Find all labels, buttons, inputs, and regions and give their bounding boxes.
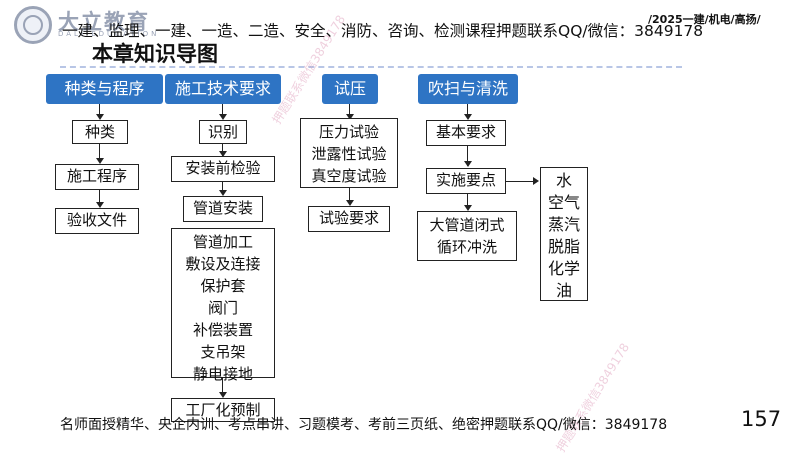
watermark: 押题联系微信3849178	[553, 340, 633, 455]
column-header-types: 种类与程序	[46, 74, 163, 104]
column-header-tech-requirements: 施工技术要求	[165, 74, 281, 104]
column-header-pressure-test: 试压	[322, 74, 378, 104]
course-banner: 一建、监理、一建、一造、二造、安全、消防、咨询、检测课程押题联系QQ/微信：38…	[62, 22, 704, 40]
node-procedure: 施工程序	[55, 164, 139, 190]
footer-banner: 名师面授精华、央企内训、考点串讲、习题模考、考前三页纸、绝密押题联系QQ/微信：…	[60, 417, 668, 433]
logo-subtitle: DALI EDUCATION	[58, 30, 160, 38]
node-test-types: 压力试验 泄露性试验 真空度试验	[300, 118, 398, 188]
node-pipe-installation: 管道安装	[183, 196, 263, 222]
connector	[349, 188, 350, 204]
node-cleaning-media: 水 空气 蒸汽 脱脂 化学 油	[540, 167, 588, 301]
node-key-points: 实施要点	[426, 168, 506, 194]
arrow-down-icon	[219, 114, 227, 120]
connector	[222, 378, 223, 396]
page-number: 157	[741, 407, 782, 431]
arrow-right-icon	[533, 177, 539, 185]
title-divider	[60, 66, 682, 68]
connector	[349, 104, 350, 118]
node-types: 种类	[72, 120, 128, 144]
course-tag: /2025一建/机电/高扬/	[648, 13, 761, 26]
node-closed-loop-flush: 大管道闭式 循环冲洗	[417, 211, 517, 261]
arrow-down-icon	[219, 392, 227, 398]
connector	[467, 104, 468, 118]
connector	[506, 181, 536, 182]
connector	[99, 190, 100, 204]
arrow-down-icon	[464, 205, 472, 211]
logo-text: 大立教育	[58, 10, 150, 34]
connector	[467, 194, 468, 208]
arrow-down-icon	[96, 114, 104, 120]
page-title: 本章知识导图	[92, 42, 218, 66]
connector	[222, 182, 223, 194]
arrow-down-icon	[346, 200, 354, 206]
arrow-down-icon	[96, 202, 104, 208]
arrow-down-icon	[464, 114, 472, 120]
arrow-down-icon	[219, 151, 227, 157]
node-factory-prefab: 工厂化预制	[171, 398, 275, 422]
connector	[222, 144, 223, 156]
arrow-down-icon	[96, 158, 104, 164]
node-identification: 识别	[199, 120, 247, 144]
arrow-down-icon	[219, 190, 227, 196]
node-basic-requirements: 基本要求	[426, 120, 506, 146]
connector	[222, 104, 223, 118]
logo-icon	[14, 6, 52, 44]
connector	[99, 104, 100, 118]
connector	[99, 144, 100, 162]
node-acceptance-docs: 验收文件	[55, 208, 139, 234]
node-pre-install-inspection: 安装前检验	[171, 156, 275, 182]
arrow-down-icon	[346, 114, 354, 120]
connector	[467, 146, 468, 166]
node-installation-details: 管道加工 敷设及连接 保护套 阀门 补偿装置 支吊架 静电接地	[171, 228, 275, 383]
column-header-purge-clean: 吹扫与清洗	[418, 74, 518, 104]
node-test-requirements: 试验要求	[308, 206, 390, 232]
arrow-down-icon	[464, 161, 472, 167]
